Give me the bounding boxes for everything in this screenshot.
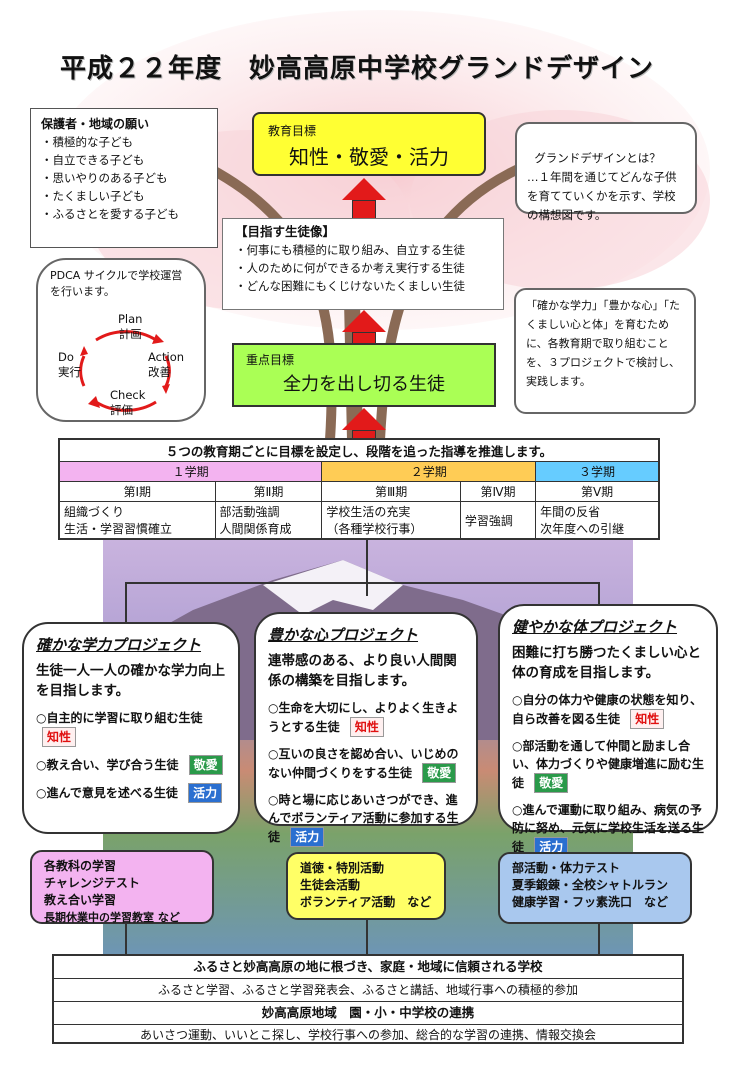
ideal-student-item: ・何事にも積極的に取り組み、自立する生徒	[235, 243, 465, 257]
grand-design-about-box: グランドデザインとは？ …１年間を通じてどんな子供を育てていくかを示す、学校の構…	[515, 122, 697, 222]
ideal-students-list: ・何事にも積極的に取り組み、自立する生徒 ・人のために何ができるか考え実行する生…	[235, 241, 491, 295]
project-heart-lead: 連帯感のある、より良い人間関係の構築を目指します。	[268, 653, 457, 689]
phase-content: 年間の反省次年度への引継	[535, 501, 660, 540]
ideal-student-item: ・人のために何ができるか考え実行する生徒	[235, 261, 465, 275]
periods-header: ５つの教育期ごとに目標を設定し、段階を追った指導を推進します。	[58, 438, 660, 462]
pdca-action-label: Action	[148, 350, 185, 364]
up-arrow-icon	[342, 178, 386, 220]
project-note-box: 「確かな学力」「豊かな心」「たくましい心と体」を育むために、各教育期で取り組むこ…	[514, 288, 696, 414]
activities-body: 部活動・体力テスト夏季鍛錬・全校シャトルラン健康学習・フッ素洗口 など	[498, 852, 692, 924]
connector-line	[366, 920, 368, 956]
wish-item: ・自立できる子ども	[41, 153, 145, 167]
education-goal-text: 知性・敬愛・活力	[289, 145, 449, 169]
wish-item: ・ふるさとを愛する子ども	[41, 207, 179, 221]
parents-wishes-box: 保護者・地域の願い ・積極的な子ども ・自立できる子ども ・思いやりのある子ども…	[30, 108, 218, 248]
pdca-check-jp: 評価	[110, 403, 133, 417]
project-body-title: 健やかな体プロジェクト	[512, 618, 678, 636]
project-academic-title: 確かな学力プロジェクト	[36, 636, 202, 654]
education-goal-label: 教育目標	[268, 124, 317, 138]
project-item: ○生命を大切にし、よりよく生きようとする生徒 知性	[268, 699, 464, 737]
phase-3: 第Ⅲ期	[321, 481, 461, 502]
project-heart: 豊かな心プロジェクト 連帯感のある、より良い人間関係の構築を目指します。 ○生命…	[254, 612, 478, 847]
pdca-action-jp: 改善	[148, 365, 171, 379]
page-title: 平成２２年度 妙高高原中学校グランドデザイン	[60, 54, 655, 84]
project-note-text: 「確かな学力」「豊かな心」「たくましい心と体」を育むために、各教育期で取り組むこ…	[526, 299, 680, 388]
project-item: ○互いの良さを認め合い、いじめのない仲間づくりをする生徒 敬愛	[268, 745, 464, 783]
focus-goal-box: 重点目標 全力を出し切る生徒	[232, 343, 496, 407]
phase-content: 部活動強調人間関係育成	[214, 501, 323, 540]
pdca-cycle-arrows-icon	[79, 330, 171, 412]
cooperation-text: あいさつ運動、いいとこ探し、学校行事への参加、総合的な学習の連携、情報交換会	[139, 1028, 596, 1042]
wish-item: ・積極的な子ども	[41, 135, 133, 149]
ideal-student-item: ・どんな困難にもくじけないたくましい生徒	[235, 279, 465, 293]
project-item: ○進んで運動に取り組み、病気の予防に努め、元気に学校生活を送る生徒 活力	[512, 801, 704, 857]
project-item: ○自分の体力や健康の状態を知り、自ら改善を図る生徒 知性	[512, 691, 704, 729]
grand-design-about-text: グランドデザインとは？ …１年間を通じてどんな子供を育てていくかを示す、学校の構…	[527, 151, 677, 222]
wish-item: ・思いやりのある子ども	[41, 171, 168, 185]
project-item: ○教え合い、学び合う生徒 敬愛	[36, 755, 226, 775]
pdca-caption: PDCA サイクルで学校運営を行います。	[50, 269, 183, 298]
phase-4: 第Ⅳ期	[459, 481, 537, 502]
term-2: ２学期	[321, 461, 537, 482]
focus-goal-text: 全力を出し切る生徒	[283, 374, 445, 395]
community-title: ふるさと妙高高原の地に根づき、家庭・地域に信頼される学校	[54, 956, 682, 979]
pdca-cycle-box: PDCA サイクルで学校運営を行います。 Plan 計画 Do 実行 Actio…	[36, 258, 206, 422]
focus-goal-label: 重点目標	[246, 353, 295, 367]
phase-1: 第Ⅰ期	[58, 481, 216, 502]
parents-wishes-list: ・積極的な子ども ・自立できる子ども ・思いやりのある子ども ・たくましい子ども…	[41, 133, 207, 223]
ideal-students-heading: 【目指す生徒像】	[235, 224, 336, 239]
up-arrow-icon	[342, 310, 386, 346]
connector-line	[125, 582, 600, 584]
connector-line	[598, 582, 600, 608]
project-academic-lead: 生徒一人一人の確かな学力向上を目指します。	[36, 663, 225, 699]
ideal-students-box: 【目指す生徒像】 ・何事にも積極的に取り組み、自立する生徒 ・人のために何ができ…	[222, 218, 504, 310]
phase-2: 第Ⅱ期	[214, 481, 323, 502]
phase-content: 学校生活の充実（各種学校行事）	[321, 501, 461, 540]
activities-academic: 各教科の学習チャレンジテスト教え合い学習長期休業中の学習教室 など	[30, 850, 214, 924]
project-academic: 確かな学力プロジェクト 生徒一人一人の確かな学力向上を目指します。 ○自主的に学…	[22, 622, 240, 834]
pdca-plan-jp: 計画	[118, 327, 142, 341]
pdca-do-jp: 実行	[58, 365, 81, 379]
pdca-do-label: Do	[58, 350, 74, 364]
education-goal-box: 教育目標 知性・敬愛・活力	[252, 112, 486, 176]
connector-line	[125, 920, 127, 956]
community-text: ふるさと学習、ふるさと学習発表会、ふるさと講話、地域行事への積極的参加	[54, 979, 682, 1002]
project-body: 健やかな体プロジェクト 困難に打ち勝つたくましい心と体の育成を目指します。 ○自…	[498, 604, 718, 857]
pdca-action: Action 改善	[148, 350, 184, 380]
connector-line	[125, 582, 127, 624]
up-arrow-icon	[342, 408, 386, 440]
project-item: ○部活動を通して仲間と励まし合い、体力づくりや健康増進に励む生徒 敬愛	[512, 737, 704, 793]
cooperation-title: 妙高高原地域 園・小・中学校の連携	[54, 1002, 682, 1025]
project-body-lead: 困難に打ち勝つたくましい心と体の育成を目指します。	[512, 645, 701, 681]
community-box: ふるさと妙高高原の地に根づき、家庭・地域に信頼される学校 ふるさと学習、ふるさと…	[52, 954, 684, 1044]
term-3: ３学期	[535, 461, 660, 482]
phase-content: 学習強調	[459, 501, 537, 540]
phase-5: 第Ⅴ期	[535, 481, 660, 502]
wish-item: ・たくましい子ども	[41, 189, 145, 203]
project-item: ○時と場に応じあいさつができ、進んでボランティア活動に参加する生徒 活力	[268, 791, 464, 847]
connector-line	[366, 540, 368, 596]
parents-wishes-heading: 保護者・地域の願い	[41, 117, 150, 131]
pdca-check: Check 評価	[110, 388, 145, 418]
pdca-plan-label: Plan	[118, 312, 143, 326]
project-heart-title: 豊かな心プロジェクト	[268, 626, 419, 644]
pdca-check-label: Check	[110, 388, 146, 402]
activities-heart: 道徳・特別活動生徒会活動ボランティア活動 など	[286, 852, 446, 920]
education-periods-table: ５つの教育期ごとに目標を設定し、段階を追った指導を推進します。 １学期 ２学期 …	[58, 438, 660, 540]
pdca-plan: Plan 計画	[118, 312, 142, 342]
phase-content: 組織づくり生活・学習習慣確立	[58, 501, 216, 540]
term-1: １学期	[58, 461, 323, 482]
project-item: ○自主的に学習に取り組む生徒 知性	[36, 709, 226, 747]
pdca-do: Do 実行	[58, 350, 81, 380]
connector-line	[598, 920, 600, 956]
project-item: ○進んで意見を述べる生徒 活力	[36, 783, 226, 803]
